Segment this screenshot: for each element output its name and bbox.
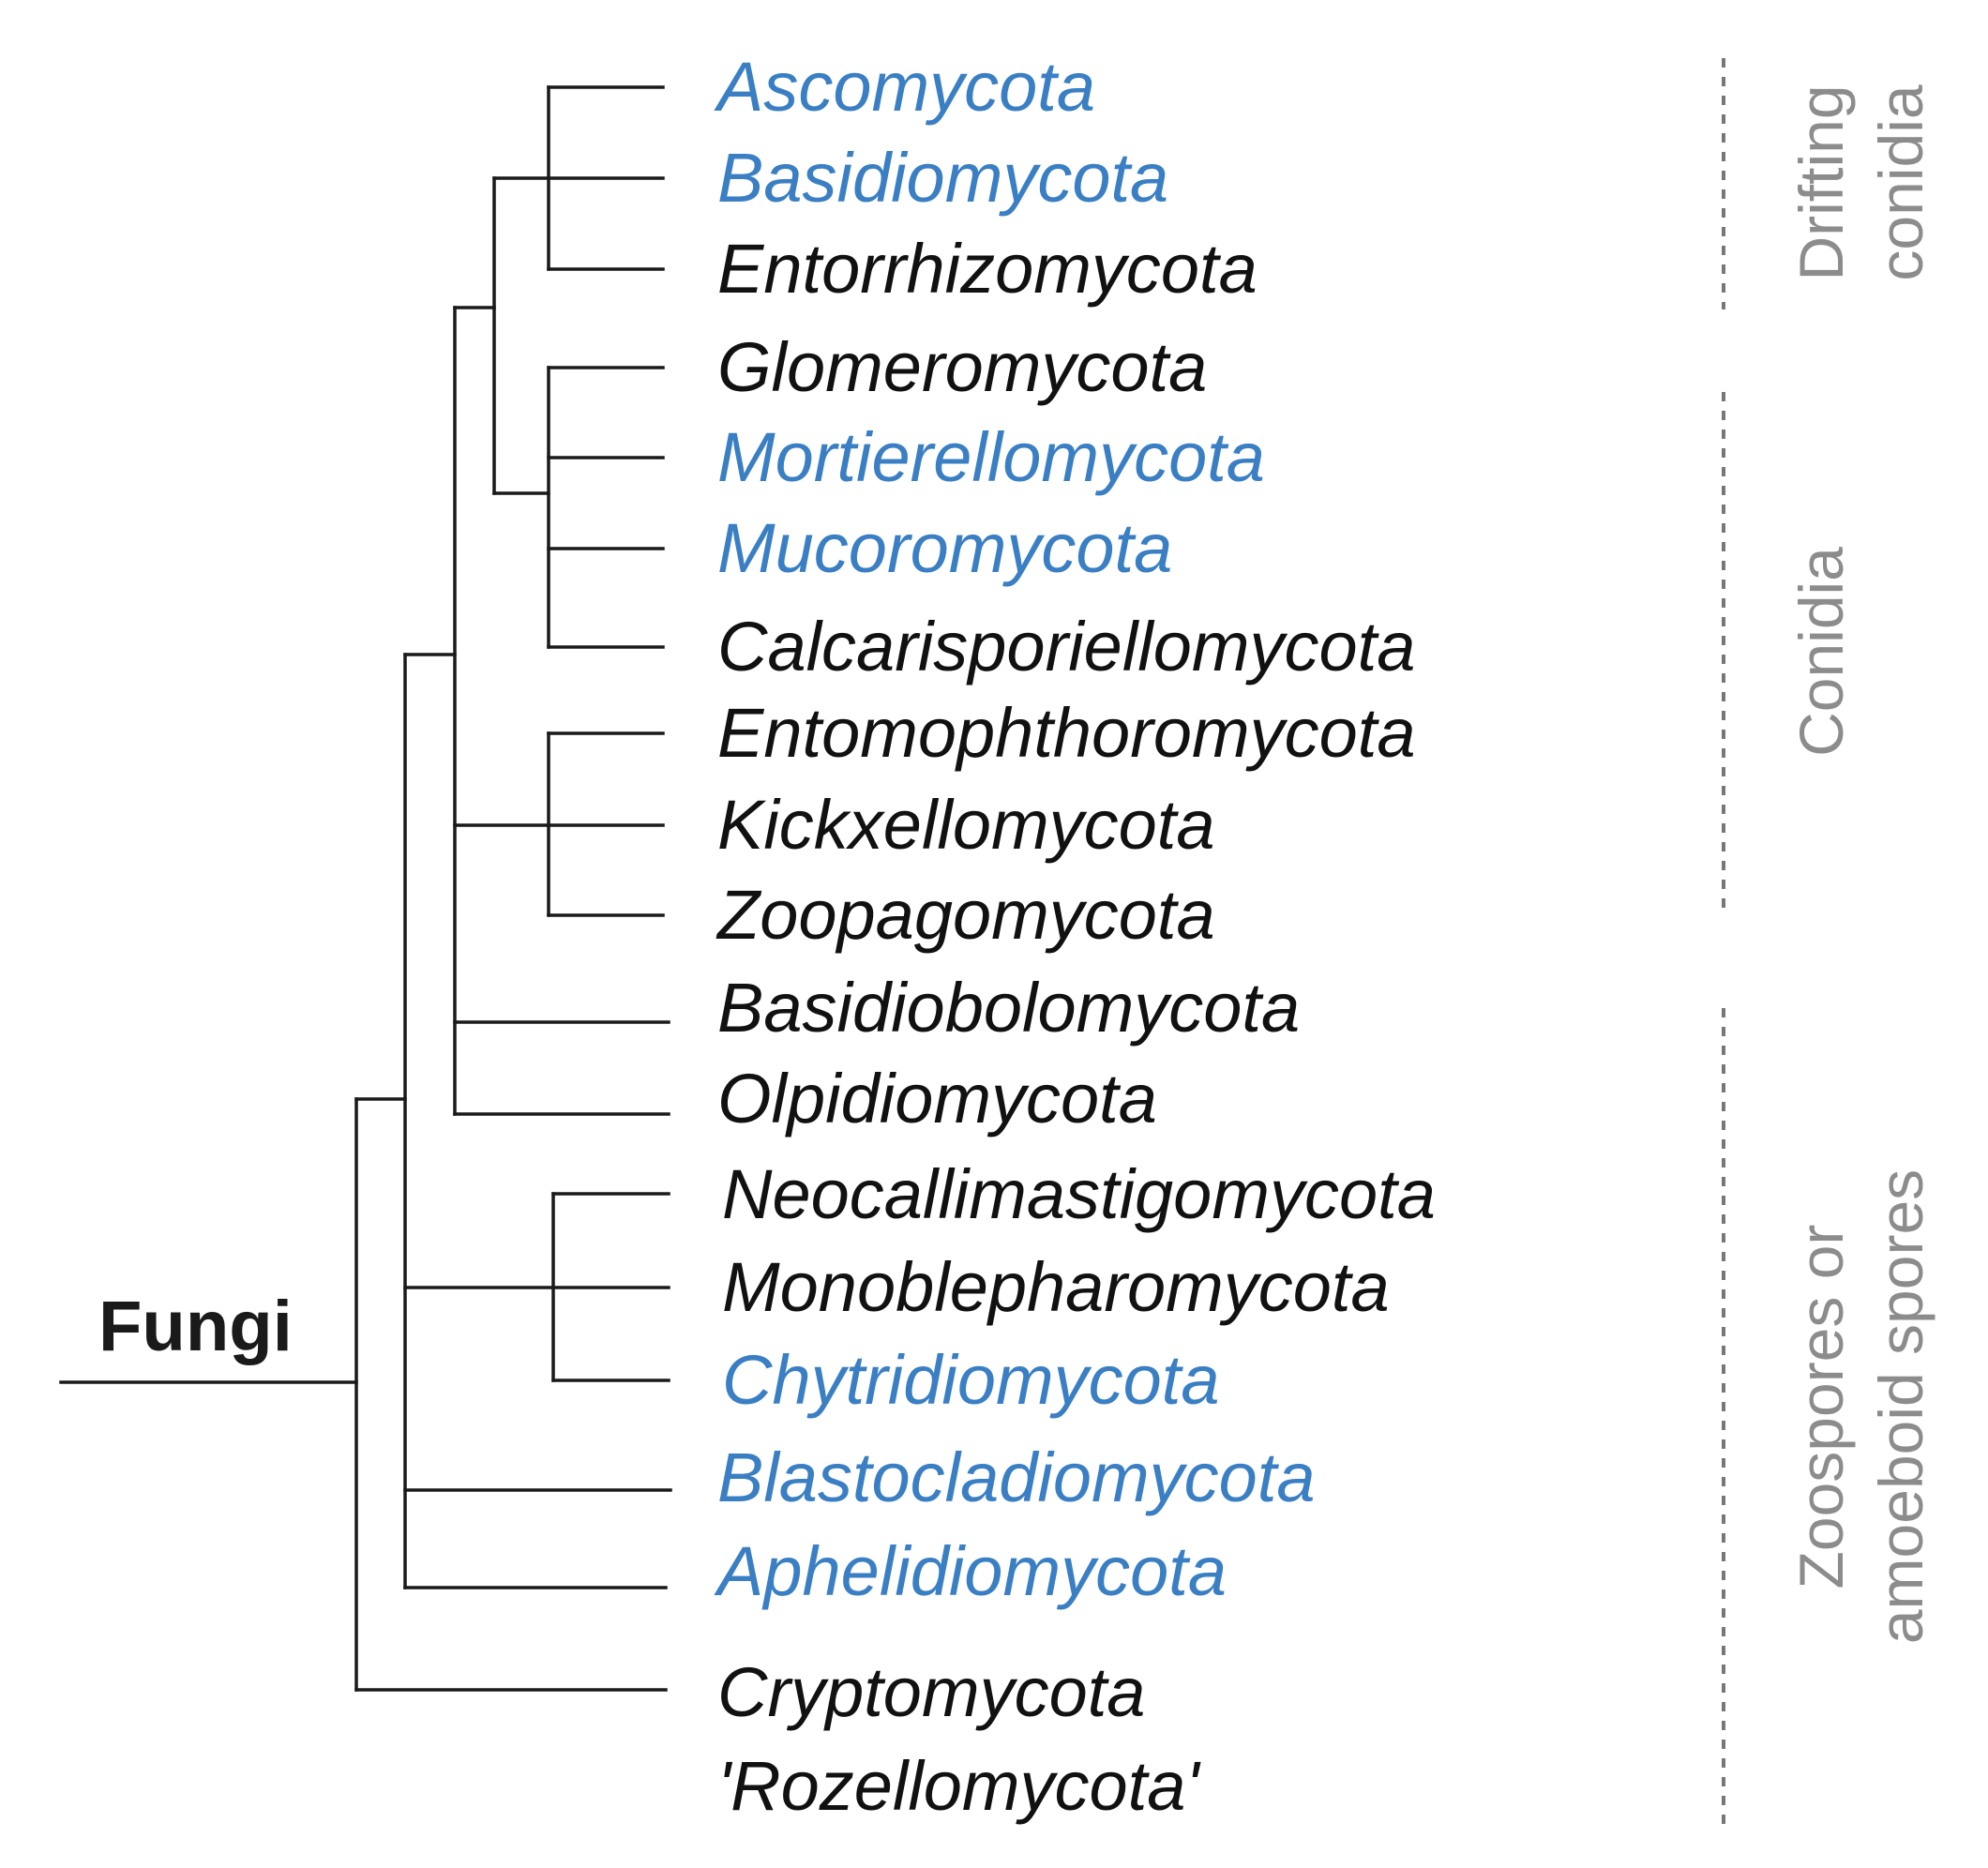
group-label-conidia-line-1: Conidia — [1786, 547, 1856, 757]
tree-branches — [59, 85, 672, 1692]
taxon-cryptomycota-sublabel: 'Rozellomycota' — [717, 1747, 1201, 1825]
taxon-neocallimastigomycota: Neocallimastigomycota — [722, 1155, 1436, 1233]
taxon-aphelidiomycota: Aphelidiomycota — [714, 1532, 1227, 1610]
taxon-glomeromycota: Glomeromycota — [717, 328, 1207, 406]
taxon-entomophthoromycota: Entomophthoromycota — [717, 694, 1416, 772]
taxon-ascomycota: Ascomycota — [714, 48, 1095, 126]
taxon-kickxellomycota: Kickxellomycota — [717, 786, 1215, 864]
group-label-drifting-conidia-line-1: Drifting — [1786, 84, 1856, 280]
taxon-chytridiomycota: Chytridiomycota — [722, 1341, 1220, 1419]
taxon-cryptomycota: Cryptomycota — [717, 1653, 1145, 1731]
group-label-zoospores-line-1: Zoospores or — [1786, 1225, 1856, 1589]
root-label-fungi: Fungi — [98, 1287, 293, 1366]
taxon-labels: AscomycotaBasidiomycotaEntorrhizomycotaG… — [714, 48, 1436, 1825]
taxon-blastocladiomycota: Blastocladiomycota — [717, 1439, 1316, 1516]
taxon-basidiobolomycota: Basidiobolomycota — [717, 969, 1300, 1047]
taxon-zoopagomycota: Zoopagomycota — [715, 876, 1215, 954]
group-label-zoospores-line-2: amoeboid spores — [1866, 1169, 1935, 1644]
taxon-entorrhizomycota: Entorrhizomycota — [717, 230, 1258, 308]
taxon-olpidiomycota: Olpidiomycota — [717, 1060, 1157, 1137]
taxon-calcarisporiellomycota: Calcarisporiellomycota — [717, 608, 1415, 685]
taxon-mortierellomycota: Mortierellomycota — [717, 418, 1265, 496]
taxon-monoblepharomycota: Monoblepharomycota — [722, 1248, 1390, 1326]
taxon-mucoromycota: Mucoromycota — [717, 509, 1172, 587]
taxon-basidiomycota: Basidiomycota — [717, 139, 1168, 217]
group-label-drifting-conidia-line-2: conidia — [1866, 84, 1935, 280]
